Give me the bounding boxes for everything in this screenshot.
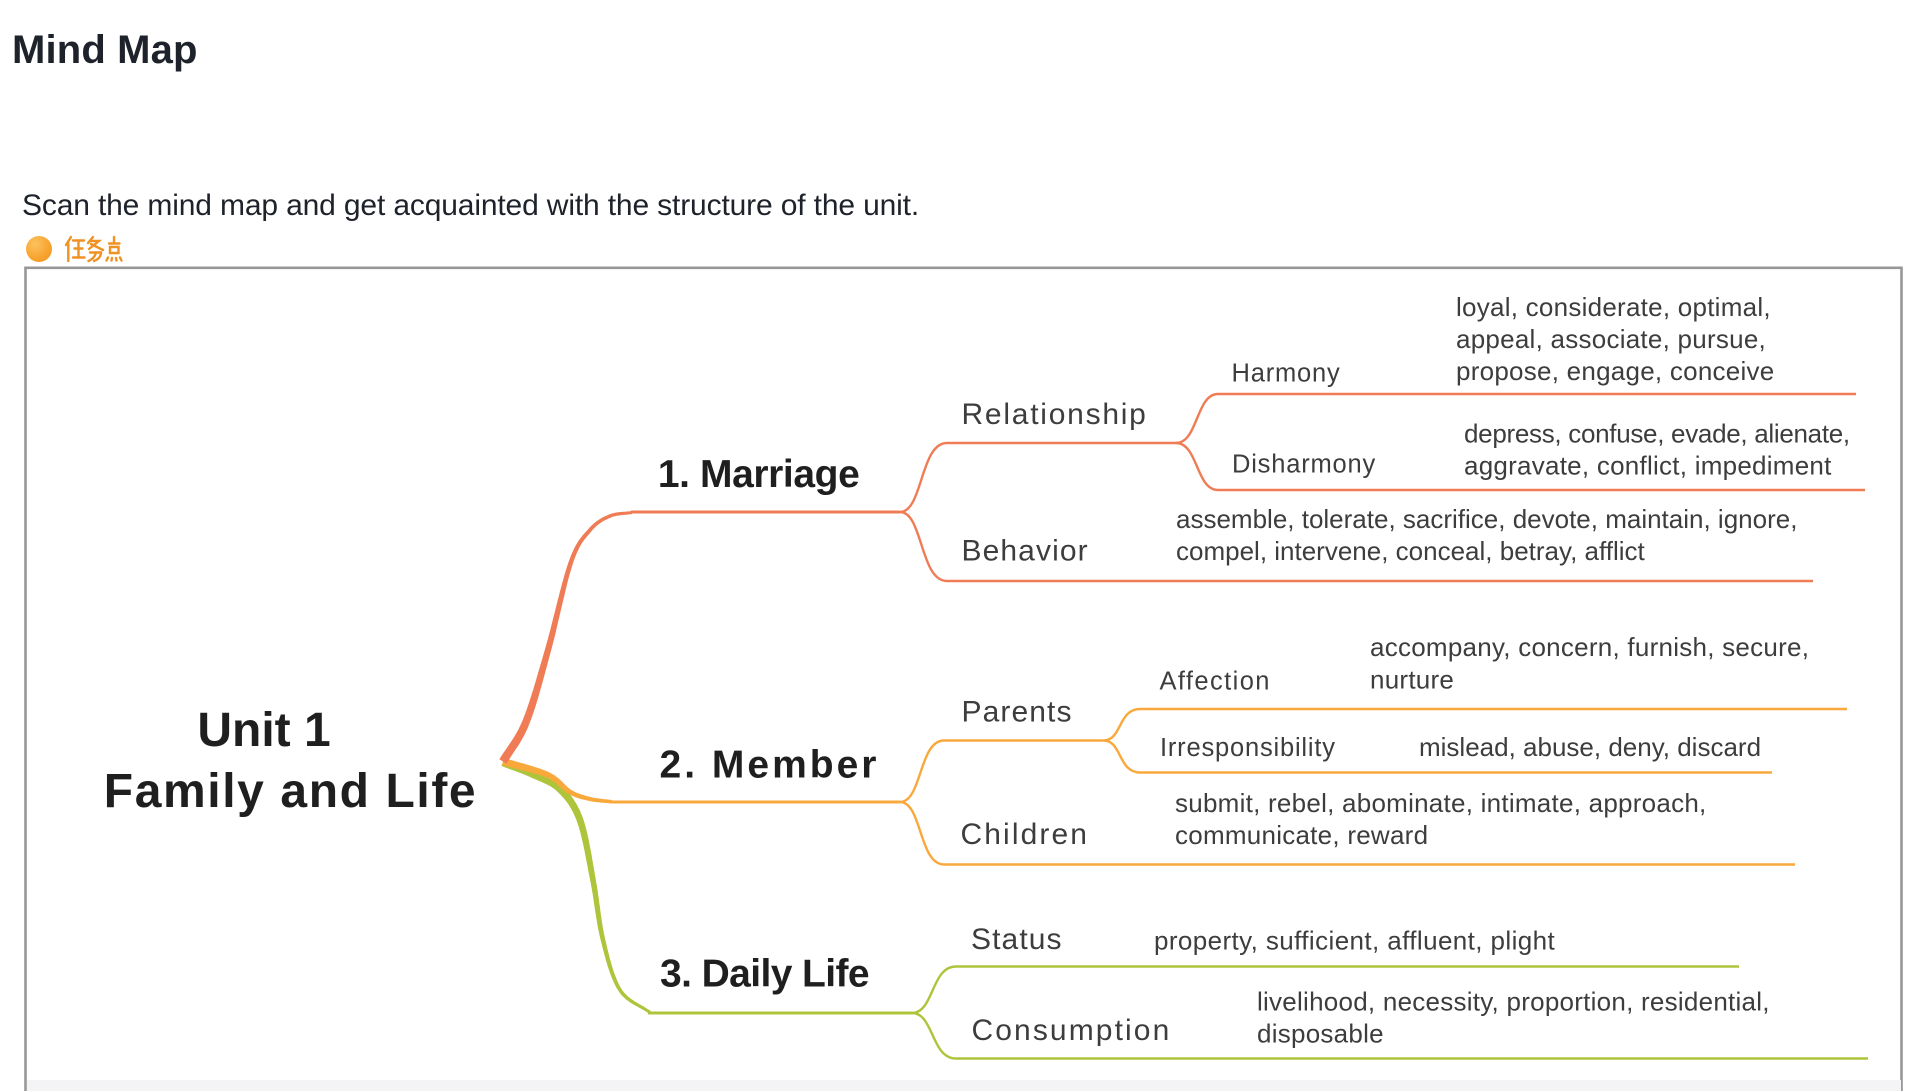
svg-text:communicate, reward: communicate, reward xyxy=(1175,820,1428,850)
svg-text:livelihood, necessity, proport: livelihood, necessity, proportion, resid… xyxy=(1257,987,1770,1017)
svg-text:Consumption: Consumption xyxy=(972,1014,1172,1047)
svg-text:Affection: Affection xyxy=(1160,668,1271,696)
svg-text:compel, intervene, conceal, be: compel, intervene, conceal, betray, affl… xyxy=(1176,536,1646,566)
svg-text:Family and Life: Family and Life xyxy=(104,765,477,818)
svg-text:Status: Status xyxy=(971,923,1063,956)
svg-text:Unit 1: Unit 1 xyxy=(197,704,330,757)
svg-text:Behavior: Behavior xyxy=(962,535,1089,568)
svg-text:aggravate, conflict, impedimen: aggravate, conflict, impediment xyxy=(1464,451,1832,481)
svg-text:propose, engage, conceive: propose, engage, conceive xyxy=(1456,356,1774,386)
svg-text:Children: Children xyxy=(961,818,1090,851)
svg-text:2. Member: 2. Member xyxy=(660,744,880,787)
svg-text:1. Marriage: 1. Marriage xyxy=(658,453,860,496)
svg-text:Mind Map: Mind Map xyxy=(12,28,198,72)
svg-text:mislead, abuse, deny, discard: mislead, abuse, deny, discard xyxy=(1419,732,1761,762)
svg-text:3. Daily Life: 3. Daily Life xyxy=(660,952,869,995)
svg-text:depress, confuse, evade, alien: depress, confuse, evade, alienate, xyxy=(1464,419,1850,449)
svg-text:Parents: Parents xyxy=(962,695,1073,728)
svg-text:disposable: disposable xyxy=(1257,1019,1384,1049)
svg-text:property, sufficient, affluent: property, sufficient, affluent, plight xyxy=(1154,926,1555,956)
svg-text:assemble, tolerate, sacrifice,: assemble, tolerate, sacrifice, devote, m… xyxy=(1176,504,1797,534)
svg-text:Harmony: Harmony xyxy=(1232,360,1341,388)
svg-text:nurture: nurture xyxy=(1370,665,1454,695)
svg-text:submit, rebel, abominate, inti: submit, rebel, abominate, intimate, appr… xyxy=(1175,788,1707,818)
svg-text:accompany, concern, furnish, s: accompany, concern, furnish, secure, xyxy=(1370,632,1809,662)
svg-text:Relationship: Relationship xyxy=(962,398,1148,431)
svg-text:Disharmony: Disharmony xyxy=(1232,451,1376,479)
svg-text:Irresponsibility: Irresponsibility xyxy=(1160,734,1336,762)
svg-text:loyal, considerate, optimal,: loyal, considerate, optimal, xyxy=(1456,292,1771,322)
svg-text:appeal, associate, pursue,: appeal, associate, pursue, xyxy=(1456,324,1766,354)
svg-text:Scan the mind map and get acqu: Scan the mind map and get acquainted wit… xyxy=(22,189,919,222)
